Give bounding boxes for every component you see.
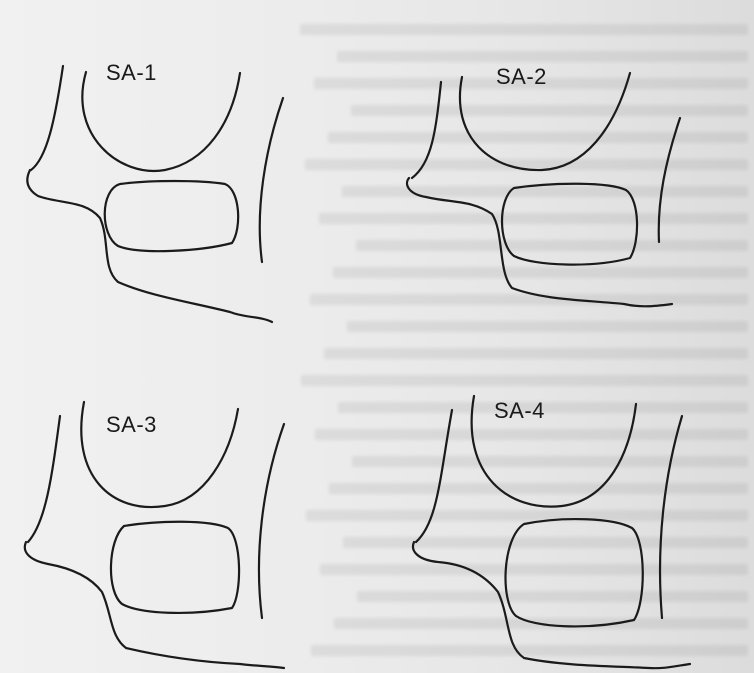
sinus-outline-drawing-sa-2 xyxy=(394,0,754,336)
lower-floor-outline xyxy=(27,170,272,322)
panel-sa-3: SA-3 xyxy=(0,336,377,673)
inner-rounded-box xyxy=(502,184,637,265)
panel-label: SA-1 xyxy=(106,60,157,86)
right-wall-curve xyxy=(259,424,284,618)
sinus-outline-drawing-sa-1 xyxy=(0,0,377,336)
upper-arc-outline xyxy=(31,66,63,170)
panel-label: SA-2 xyxy=(496,64,547,90)
lower-floor-outline xyxy=(413,542,690,668)
right-wall-curve xyxy=(660,416,682,618)
lower-floor-outline xyxy=(25,542,284,668)
inner-rounded-box xyxy=(105,181,238,251)
upper-arc-outline xyxy=(416,410,452,542)
inner-rounded-box xyxy=(506,519,643,626)
panel-sa-1: SA-1 xyxy=(0,0,377,336)
right-wall-curve xyxy=(260,98,283,262)
panel-label: SA-4 xyxy=(494,398,545,424)
panel-sa-4: SA-4 xyxy=(394,336,754,673)
sinus-outline-drawing-sa-4 xyxy=(394,336,754,673)
upper-condyle-curve xyxy=(82,72,240,171)
sinus-outline-drawing-sa-3 xyxy=(0,336,377,673)
upper-arc-outline xyxy=(412,82,441,178)
panel-sa-2: SA-2 xyxy=(394,0,754,336)
right-wall-curve xyxy=(659,118,680,242)
upper-condyle-curve xyxy=(81,402,238,507)
upper-arc-outline xyxy=(28,416,60,542)
inner-rounded-box xyxy=(111,522,239,613)
panel-label: SA-3 xyxy=(106,412,157,438)
